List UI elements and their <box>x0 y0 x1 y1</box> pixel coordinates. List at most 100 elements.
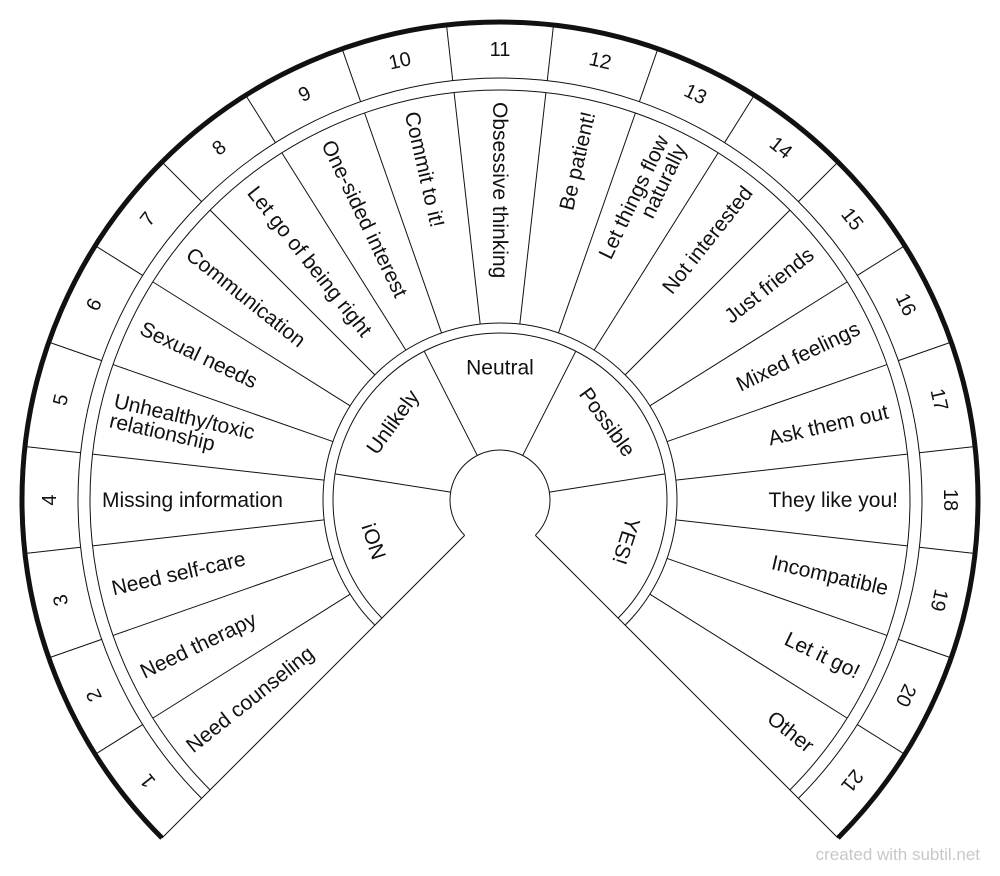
answer-label: Need therapy <box>137 608 261 684</box>
segment-number: 17 <box>926 387 952 414</box>
segment-number: 2 <box>82 685 107 705</box>
watermark: created with subtil.net <box>815 845 980 864</box>
answer-label: Sexual needs <box>136 317 261 393</box>
segment-number: 5 <box>49 392 73 408</box>
number-divider <box>546 24 555 81</box>
segment-number: 18 <box>939 489 961 511</box>
answer-divider <box>649 281 848 407</box>
number-divider <box>919 546 976 555</box>
segment-number: 12 <box>587 48 614 74</box>
answer-label-line: Commit to it! <box>400 110 449 230</box>
number-divider <box>24 445 81 454</box>
answer-label-line: Communication <box>181 243 309 352</box>
answer-label: Communication <box>181 243 309 352</box>
answer-label: Let it go! <box>781 628 864 684</box>
answer-label-line: They like you! <box>768 489 898 512</box>
number-ring-inner-edge <box>77 77 923 799</box>
answer-label: Commit to it! <box>400 110 449 230</box>
outer-rim <box>19 19 981 840</box>
answer-label: Other <box>763 707 818 758</box>
number-divider <box>48 638 102 659</box>
segment-number: 4 <box>39 494 61 505</box>
answer-label: They like you! <box>768 489 898 512</box>
answer-label: Missing information <box>102 489 283 512</box>
answer-label: Obsessive thinking <box>488 102 511 278</box>
segment-number: 14 <box>765 133 796 164</box>
number-divider <box>161 161 202 202</box>
number-divider <box>48 341 102 362</box>
left-end-line <box>161 535 465 839</box>
number-divider <box>24 546 81 555</box>
answer-label-line: Obsessive thinking <box>488 102 511 278</box>
answer-label-line: Not interested <box>658 182 758 299</box>
answer-divider <box>593 152 719 351</box>
segment-number: 19 <box>926 587 952 614</box>
number-divider <box>857 245 906 276</box>
category-divider <box>522 350 577 456</box>
answer-divider <box>519 92 547 325</box>
answer-label-line: Need therapy <box>137 608 261 684</box>
answer-label: Just friends <box>720 243 818 328</box>
segment-number: 13 <box>680 80 710 109</box>
answer-divider <box>557 112 636 334</box>
answer-label-line: Sexual needs <box>136 317 261 393</box>
answer-divider <box>675 453 908 481</box>
category-ring-outer-edge <box>332 332 668 619</box>
number-divider <box>341 48 362 102</box>
answer-divider <box>666 557 888 636</box>
segment-number: 20 <box>891 680 920 710</box>
answer-divider <box>112 557 334 636</box>
answer-ring-inner-edge <box>322 322 678 626</box>
category-divider <box>334 473 451 493</box>
answer-divider <box>675 519 908 547</box>
answer-label-line: Let it go! <box>781 628 864 684</box>
category-divider <box>423 350 478 456</box>
answer-label: Mixed feelings <box>733 317 864 396</box>
number-divider <box>724 94 755 143</box>
segment-number: 8 <box>208 136 230 160</box>
answer-label: Ask them out <box>766 401 891 451</box>
answer-label: Unhealthy/toxicrelationship <box>107 390 257 464</box>
answer-divider <box>624 209 791 376</box>
number-divider <box>898 638 952 659</box>
answer-label: Incompatible <box>769 551 890 600</box>
segment-number: 11 <box>490 39 511 61</box>
answer-divider <box>92 453 325 481</box>
answer-label: Not interested <box>658 182 758 299</box>
answer-label-line: Mixed feelings <box>733 317 864 396</box>
answer-divider <box>152 281 351 407</box>
category-label: NO! <box>358 519 391 562</box>
answer-label-line: Be patient! <box>555 110 600 213</box>
answer-label-line: Just friends <box>720 243 818 328</box>
answer-label-line: Missing information <box>102 489 283 512</box>
answer-divider <box>281 152 407 351</box>
answer-divider <box>453 92 481 325</box>
number-divider <box>445 24 454 81</box>
category-divider <box>549 473 666 493</box>
answer-label-line: Other <box>763 707 818 758</box>
segment-number: 9 <box>295 82 315 107</box>
number-divider <box>798 161 839 202</box>
answer-label: Need counseling <box>182 642 319 758</box>
answer-label: Be patient! <box>555 110 600 213</box>
answer-divider <box>209 209 376 376</box>
answer-divider <box>666 364 888 443</box>
segment-number: 10 <box>387 48 414 74</box>
category-label: Neutral <box>466 357 534 380</box>
answer-divider <box>152 593 351 719</box>
segment-number: 15 <box>836 204 867 235</box>
answer-label-line: Need counseling <box>182 642 319 758</box>
category-label: Unlikely <box>362 386 424 459</box>
number-divider <box>94 724 143 755</box>
number-divider <box>857 724 906 755</box>
segment-number: 3 <box>49 592 73 608</box>
segment-number: 1 <box>136 769 160 791</box>
answer-label-line: Ask them out <box>766 401 891 451</box>
answer-label: Need self-care <box>110 547 248 600</box>
answer-label-line: Incompatible <box>769 551 890 600</box>
number-divider <box>638 48 659 102</box>
answer-divider <box>112 364 334 443</box>
answer-label-line: Need self-care <box>110 547 248 600</box>
answer-ring-outer-edge <box>89 89 911 791</box>
